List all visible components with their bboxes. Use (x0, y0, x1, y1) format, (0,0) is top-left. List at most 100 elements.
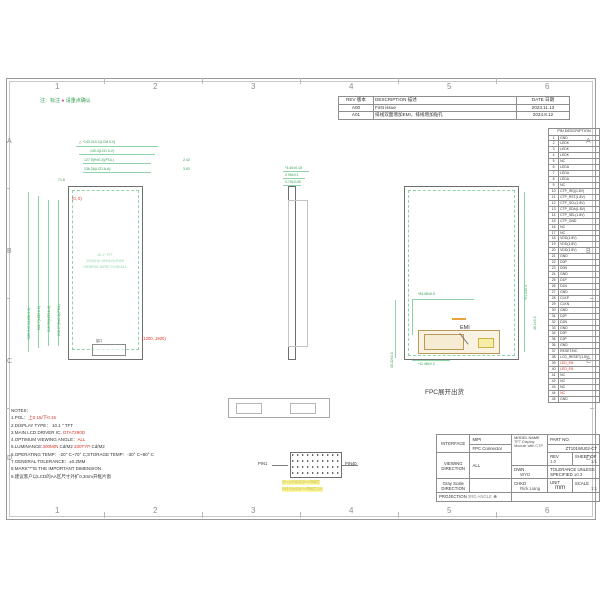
fpc-pin-dot (307, 460, 309, 462)
table-header-row: REV 版本 DESCRIPTION 描述 DATE 日期 (338, 96, 570, 105)
fpc-pin-dot (312, 466, 314, 468)
front-dim-right-1: 2.42 (183, 158, 190, 162)
pin-number: 2 (547, 140, 560, 148)
frame-tick (300, 512, 301, 518)
dim-line (412, 299, 474, 300)
corner-coordinate-label: (1200, 1920) (142, 336, 166, 341)
pin-name: NC (558, 182, 600, 189)
fpc-pin-dot (332, 460, 334, 462)
pin-name: VDD(1.8V) (558, 241, 600, 249)
note-line-6: 6.OPERATING TEMP：-20° C~70° C;STORAGE TE… (11, 451, 154, 457)
fpc-pin-dot (337, 454, 339, 456)
rev-cell-date: 2023.11.13 (516, 103, 570, 113)
fpc-pin-dot (327, 460, 329, 462)
table-row: A01 排线双面增加EMI，排线增加贴孔 2024.8.12 (338, 111, 570, 120)
emi-label: EMI (460, 325, 470, 331)
notes-title: NOTES： (11, 408, 32, 413)
part-no-label: PART NO. (547, 434, 600, 445)
tolerance-cell: TOLERANCE UNLESS SPECIFIED ±0.3 (547, 465, 600, 479)
rowmark-left-b: B (7, 248, 12, 255)
dim-line (283, 171, 309, 172)
pin-name: CTP_GND (558, 217, 600, 225)
pin-number: 12 (547, 199, 560, 207)
projection-cell: PROJECTION 3RD ANGLE ⊕ (435, 492, 513, 502)
pin-name: CTP_IRQ(1.8V) (558, 187, 600, 195)
viewing-direction-value: ALL (469, 452, 513, 479)
front-dim-pol-width: 127.9(H±0.2)(POL) (84, 158, 114, 162)
pin-number: 15 (547, 217, 560, 225)
note-line-8: 8.MARK"*"IS THE IMPORTANT DIMENSION (11, 466, 102, 472)
fpc-pin-dot (302, 454, 304, 456)
fpc-pin-dot (317, 454, 319, 456)
rev-cell-desc: 排线双面增加EMI，排线增加贴孔 (373, 111, 517, 120)
dim-line (524, 192, 525, 352)
frame-tick (202, 78, 203, 84)
title-row-projection: PROJECTION 3RD ANGLE ⊕ (435, 492, 600, 502)
pin1-leader (272, 465, 288, 466)
colmark-bottom-5: 5 (447, 506, 452, 515)
back-view-label-sticker (478, 338, 494, 348)
rev-cell-rev: A01 (338, 111, 374, 120)
pin-number: 17 (547, 229, 560, 237)
note-line-4: 4.OPTIMUM VIEWING ANGLE：ALL (11, 437, 86, 443)
pin-number: 9 (547, 182, 560, 189)
pin-name: LEDA (558, 170, 600, 178)
dim-line (395, 300, 396, 358)
rowmark-left-c: C (7, 358, 13, 365)
colmark-bottom-6: 6 (545, 506, 550, 515)
viewing-direction-note: VIEWING DIRECTION:ALL (83, 265, 127, 270)
side-dim-1: *3.40±0.15 (285, 166, 302, 170)
fpc-pin-dot (332, 472, 334, 474)
display-size: 10.1" TFT (97, 253, 113, 257)
detail-block-b (290, 403, 316, 414)
dim-line (412, 299, 413, 335)
grayscale-value (469, 478, 513, 493)
side-view-detail (288, 200, 308, 347)
back-dim-left: 45.22±0.3 (390, 352, 394, 368)
colmark-top-1: 1 (55, 82, 60, 91)
interface-value-mipi: MIPI (469, 434, 513, 445)
front-view-panel (68, 186, 143, 360)
title-row-interface: INTERFACE MIPI MODEL NAME TFT Display Mo… (435, 434, 600, 466)
pin1-label: PIN1 (258, 461, 268, 466)
dim-line (38, 196, 39, 348)
side-dim-2: 2.95±0.1 (285, 173, 299, 177)
pin-name: VDD(1.8V) (558, 247, 600, 255)
frame-tick (496, 78, 497, 84)
pin-number: 20 (547, 247, 560, 255)
fpc-pin-dot (312, 460, 314, 462)
pin-name: CTP_SDA(1.8V) (558, 205, 600, 213)
fpc-pin-dot (327, 472, 329, 474)
fpc-pin-dot (337, 472, 339, 474)
side-dim-3: 0.70±0.05 (285, 180, 301, 184)
colmark-bottom-2: 2 (153, 506, 158, 515)
detail-block-outline (228, 398, 330, 418)
note-line-9: 9.建议客户以LCD的AA区尺寸外扩0.3mm开框片窗 (11, 473, 112, 479)
frame-tick (300, 78, 301, 84)
rowmark-left-d: D (7, 455, 13, 462)
pin-number: 1 (547, 134, 560, 142)
fpc-connector-diagram (290, 452, 342, 478)
pin-name: CTP_RST(1.8V) (558, 193, 600, 201)
fpc-pin-dot (322, 466, 324, 468)
dim-line (283, 178, 305, 179)
pin-name: CTP_SCL(1.8V) (558, 199, 600, 207)
rowmark-left-a: A (7, 138, 12, 145)
dim-line (83, 163, 151, 164)
title-block: INTERFACE MIPI MODEL NAME TFT Display Mo… (435, 434, 600, 502)
rev-cell-date: 2024.8.12 (516, 111, 570, 120)
back-dim-bottom: *11.48±0.3 (418, 362, 435, 366)
pin40-leader (342, 465, 358, 466)
frame-tick (202, 512, 203, 518)
part-no-value: ZT101WU02-CT (547, 444, 600, 453)
colmark-top-5: 5 (447, 82, 452, 91)
pin-name: GND (558, 395, 600, 403)
